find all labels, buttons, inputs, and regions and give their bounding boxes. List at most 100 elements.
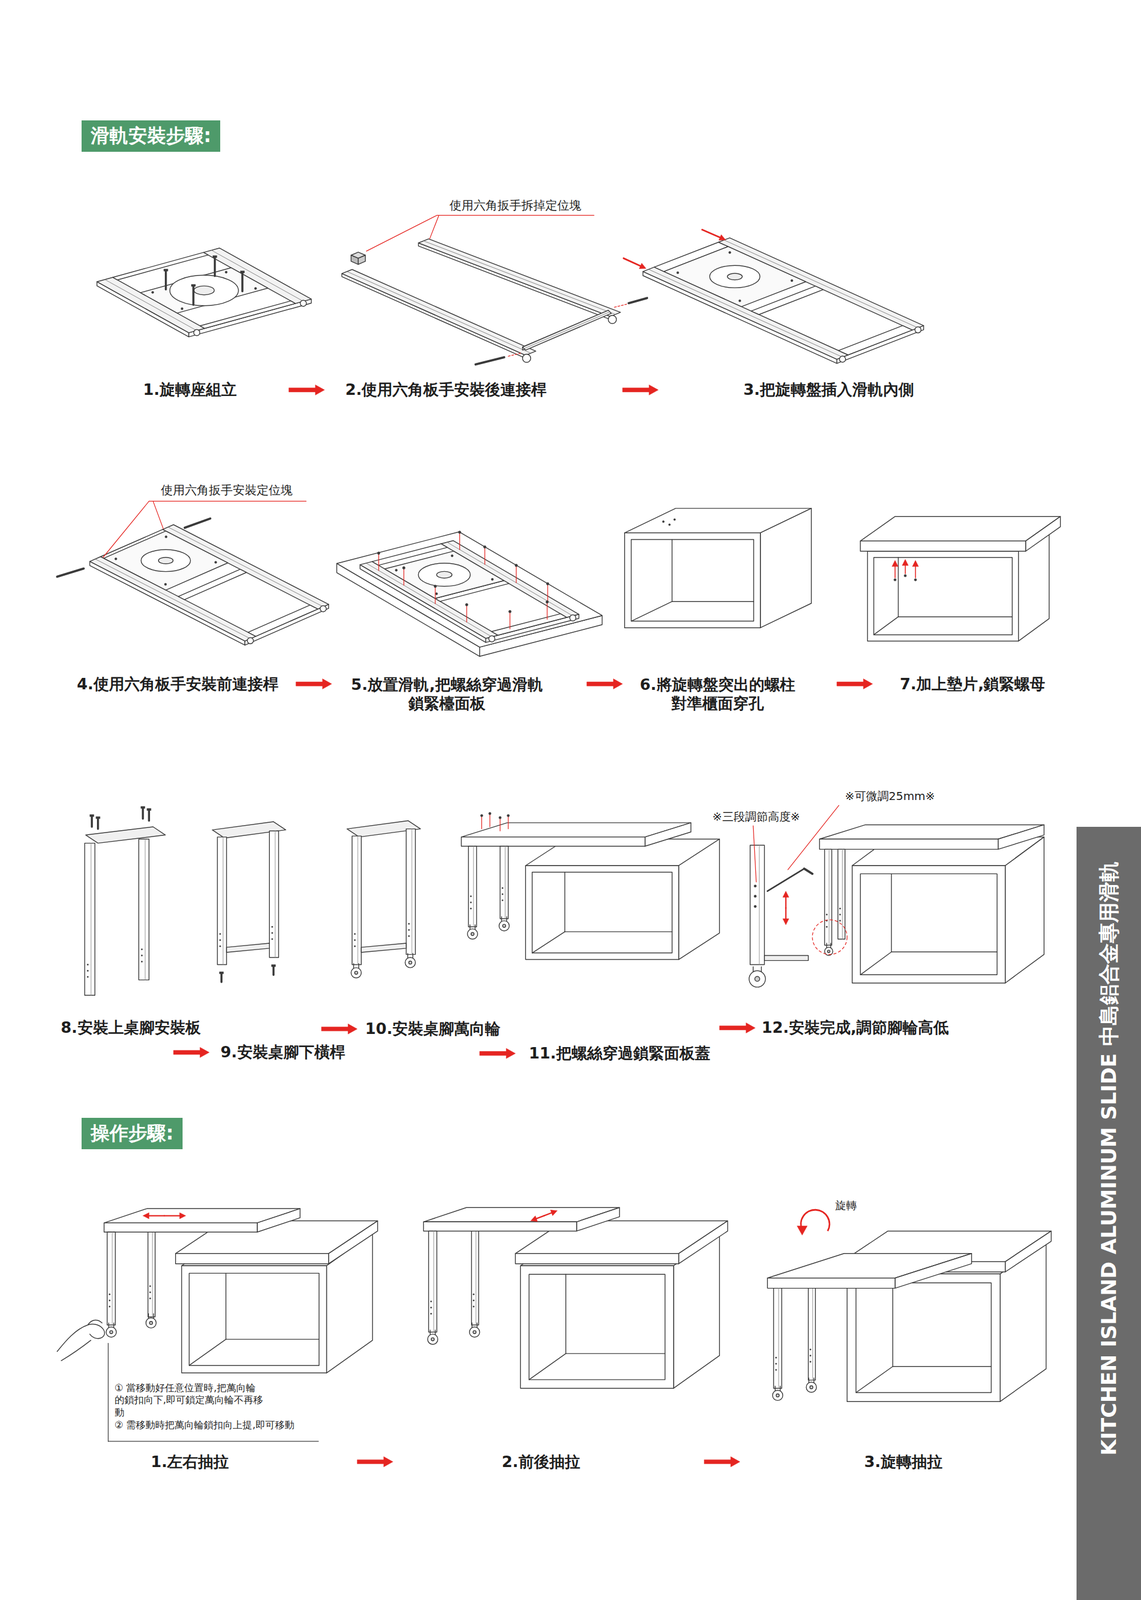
leader-line bbox=[152, 500, 164, 529]
height-hole bbox=[754, 895, 757, 898]
adjust-arrow bbox=[782, 891, 790, 898]
cross-bar bbox=[226, 943, 270, 953]
step-caption: 10.安裝桌腳萬向輪 bbox=[362, 1018, 503, 1039]
countertop-panel bbox=[336, 531, 602, 647]
step-caption: 3.把旋轉盤插入滑軌內側 bbox=[741, 380, 917, 400]
table-leg bbox=[471, 1224, 479, 1325]
caster-wheel bbox=[827, 949, 830, 953]
bolt-arrow bbox=[892, 560, 899, 567]
stud-bolt bbox=[164, 270, 168, 290]
caster-wheel bbox=[809, 1385, 813, 1389]
rail-frame bbox=[395, 568, 398, 572]
locating-block bbox=[358, 255, 366, 265]
table-leg bbox=[472, 1293, 475, 1296]
screw bbox=[147, 808, 152, 811]
table-top bbox=[257, 1208, 301, 1232]
countertop bbox=[860, 540, 1026, 552]
screw-guide bbox=[484, 547, 485, 565]
screw-guide bbox=[403, 568, 404, 586]
callout-note: ※三段調節高度※ bbox=[710, 809, 803, 824]
table-leg bbox=[108, 1293, 111, 1296]
table-top bbox=[461, 836, 646, 847]
bolt-hole bbox=[673, 518, 677, 521]
note-frame bbox=[108, 1440, 319, 1442]
hex-bolt bbox=[184, 518, 211, 528]
detail-circle bbox=[812, 919, 848, 955]
assembly-guide bbox=[614, 304, 627, 307]
table-leg bbox=[274, 830, 276, 958]
cabinet bbox=[672, 600, 754, 602]
line-art bbox=[57, 215, 1060, 1467]
leader-line bbox=[103, 500, 150, 557]
step-arrow bbox=[321, 1023, 358, 1034]
stud-bolt bbox=[240, 270, 245, 274]
screw-guide bbox=[434, 587, 436, 604]
screw bbox=[96, 818, 100, 829]
slide-rail bbox=[418, 239, 621, 317]
bolt-arrow bbox=[894, 565, 896, 578]
cabinet bbox=[867, 551, 1019, 641]
table-leg bbox=[778, 1288, 779, 1389]
slide-rail bbox=[346, 271, 531, 354]
screw bbox=[95, 816, 100, 819]
step-caption: 9.安裝桌腳下橫桿 bbox=[217, 1042, 347, 1063]
screw bbox=[498, 816, 501, 819]
caster-wheel bbox=[467, 928, 478, 940]
stud-bolt bbox=[213, 257, 217, 277]
cabinet bbox=[525, 865, 679, 960]
cabinet bbox=[1005, 836, 1045, 983]
screw bbox=[507, 814, 510, 817]
rail-frame bbox=[214, 560, 217, 564]
countertop bbox=[328, 1220, 378, 1264]
bolt-arrow bbox=[904, 564, 906, 574]
slide-rail bbox=[341, 273, 526, 358]
swivel-base bbox=[170, 274, 239, 306]
table-leg bbox=[826, 913, 828, 916]
table-leg bbox=[87, 963, 89, 966]
screw bbox=[434, 584, 438, 588]
screw bbox=[377, 551, 380, 555]
rail-frame bbox=[164, 535, 168, 538]
screw-guide bbox=[546, 603, 548, 620]
table-top bbox=[423, 1221, 577, 1231]
section-header: 滑軌安裝步驟: bbox=[81, 120, 221, 152]
table-leg bbox=[144, 838, 146, 980]
rail-frame bbox=[664, 246, 806, 307]
swivel-base bbox=[193, 285, 215, 295]
rail-frame bbox=[451, 554, 454, 557]
table-leg bbox=[84, 843, 95, 996]
rail-frame bbox=[418, 563, 471, 586]
caster-wheel bbox=[754, 976, 760, 982]
rail-frame bbox=[158, 557, 174, 564]
screw bbox=[483, 545, 487, 549]
screw bbox=[142, 808, 145, 819]
table-leg bbox=[149, 1297, 152, 1300]
table-leg bbox=[812, 1275, 813, 1380]
callout-note: 使用六角扳手拆掉定位塊 bbox=[447, 197, 584, 213]
table-leg bbox=[147, 1231, 156, 1317]
table-leg bbox=[824, 848, 832, 945]
rotate-label: 旋轉 bbox=[832, 1198, 860, 1213]
table-leg bbox=[502, 893, 504, 896]
cabinet bbox=[189, 1338, 226, 1366]
caster-wheel bbox=[772, 1389, 783, 1401]
screw bbox=[147, 810, 151, 821]
cabinet bbox=[671, 539, 673, 602]
screw bbox=[90, 816, 93, 827]
slide-arrow bbox=[179, 1212, 186, 1219]
table-leg bbox=[839, 913, 841, 916]
screw-guide bbox=[499, 818, 501, 831]
leg-detail bbox=[750, 844, 765, 965]
step-arrow bbox=[836, 678, 873, 690]
table-leg bbox=[430, 1306, 432, 1309]
slide-arrow bbox=[164, 1214, 181, 1216]
insert-arrow bbox=[623, 258, 642, 267]
cabinet bbox=[189, 1272, 320, 1366]
table-top bbox=[645, 822, 692, 847]
caster-wheel bbox=[431, 1337, 435, 1341]
screw bbox=[220, 973, 223, 982]
table-top bbox=[103, 1222, 257, 1232]
side-band: KITCHEN ISLAND ALUMINUM SLIDE 中島鋁合金專用滑軌 bbox=[1076, 826, 1141, 1600]
callout-note: 使用六角扳手安裝定位塊 bbox=[158, 482, 295, 498]
